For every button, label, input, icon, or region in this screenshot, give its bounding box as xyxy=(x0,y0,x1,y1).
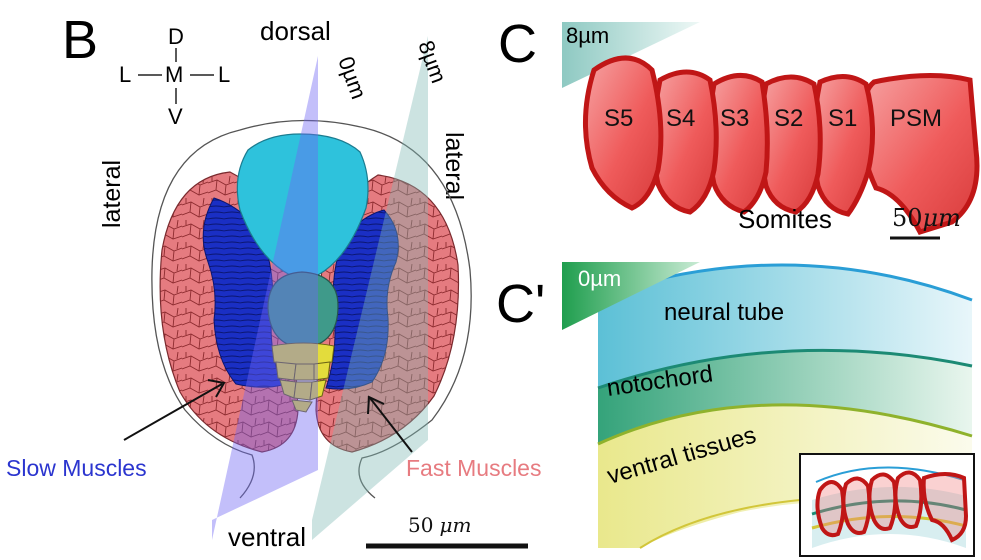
panel-c: C 8µm S5 S4 S3 S2 S1 PSM Somites 50μm xyxy=(498,14,977,238)
scale-b-value: 50 xyxy=(408,513,433,537)
panel-c-prime-letter: C' xyxy=(496,274,545,334)
ventral-label: ventral xyxy=(228,522,306,552)
psm-label: PSM xyxy=(890,105,942,132)
axis-l-left: L xyxy=(119,62,131,87)
axis-d: D xyxy=(168,24,184,49)
dorsal-label: dorsal xyxy=(260,16,331,46)
svg-text:50μm: 50μm xyxy=(408,513,471,537)
panel-b: B D L M L V dorsal lateral lateral xyxy=(6,10,541,552)
plane-0-label: 0µm xyxy=(333,53,371,102)
svg-text:50μm: 50μm xyxy=(892,204,961,232)
panel-c-plane-label: 8µm xyxy=(566,23,609,48)
somite-label-s3: S3 xyxy=(720,105,749,132)
panel-c-prime-plane-label: 0µm xyxy=(578,266,621,291)
scale-c-unit: μm xyxy=(923,204,961,232)
axis-l-right: L xyxy=(218,62,230,87)
slow-muscles-label: Slow Muscles xyxy=(6,455,147,481)
neural-tube-label: neural tube xyxy=(664,299,784,326)
fast-muscles-label: Fast Muscles xyxy=(406,455,541,481)
somite-label-s2: S2 xyxy=(774,105,803,132)
panel-b-letter: B xyxy=(62,10,98,70)
somite-s5 xyxy=(585,58,660,208)
somite-s2 xyxy=(761,77,820,212)
somites-caption: Somites xyxy=(738,204,832,234)
somite-label-s5: S5 xyxy=(604,105,633,132)
panel-c-letter: C xyxy=(498,14,537,74)
lateral-right-label: lateral xyxy=(440,132,468,200)
axis-v: V xyxy=(168,104,183,129)
scale-b-unit: μm xyxy=(439,513,471,537)
scale-c-value: 50 xyxy=(892,204,923,232)
inset-thumbnail xyxy=(800,454,974,556)
panel-c-prime: C' 0µm neural tube notochord ventral tis… xyxy=(496,262,974,556)
orientation-axes: D L M L V xyxy=(119,24,230,129)
somite-label-s1: S1 xyxy=(828,105,857,132)
axis-m: M xyxy=(165,62,183,87)
lateral-left-label: lateral xyxy=(98,160,126,228)
somite-label-s4: S4 xyxy=(666,105,695,132)
